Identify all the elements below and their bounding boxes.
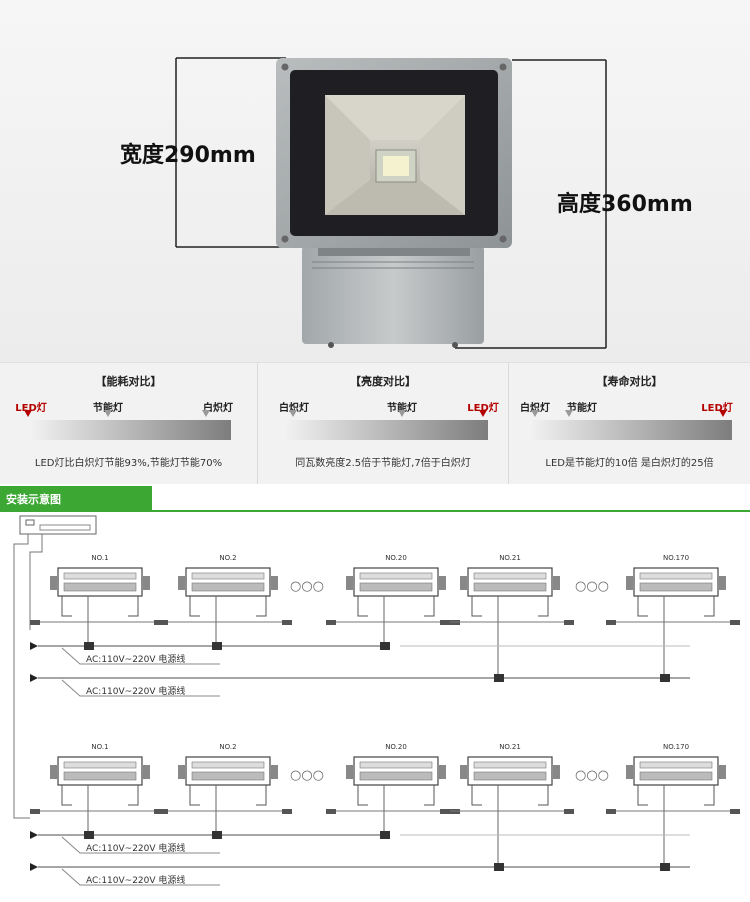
- width-dimension-line: [175, 57, 290, 248]
- lamp-number: NO.2: [219, 743, 236, 751]
- bar-label-cfl: 节能灯: [387, 403, 417, 414]
- install-heading-rule: [0, 510, 750, 512]
- marker-incandescent-icon: [531, 410, 539, 417]
- lamp-unit: NO.2: [158, 554, 292, 646]
- lamp-unit: NO.2: [158, 743, 292, 835]
- bar-label-cfl: 节能灯: [93, 403, 123, 414]
- marker-led-icon: [479, 410, 487, 417]
- energy-gradient-bar: [28, 420, 231, 440]
- power-line-label: AC:110V~220V 电源线: [86, 685, 185, 697]
- bar-label-incandescent: 白炽灯: [203, 403, 233, 414]
- lamp-unit: NO.20: [326, 554, 460, 646]
- floodlight-photo: [175, 57, 607, 349]
- power-plug-icon: [30, 674, 38, 682]
- marker-cfl-icon: [565, 410, 573, 417]
- more-lamps-ellipsis: ○○○: [575, 768, 609, 783]
- lamp-number: NO.1: [91, 554, 108, 562]
- brightness-gradient-bar: [283, 420, 488, 440]
- marker-cfl-icon: [104, 410, 112, 417]
- lamp-unit: NO.20: [326, 743, 460, 835]
- driver-box: [302, 246, 484, 344]
- comparison-section: 【能耗对比】 LED灯 节能灯 白炽灯 LED灯比白炽灯节能93%,节能灯节能7…: [0, 362, 750, 485]
- lamp-number: NO.2: [219, 554, 236, 562]
- power-line-label: AC:110V~220V 电源线: [86, 842, 185, 854]
- panel-title: 【亮度对比】: [350, 375, 416, 388]
- bar-label-led: LED灯: [15, 403, 47, 414]
- lifespan-comparison-panel: 【寿命对比】 白炽灯 节能灯 LED灯 LED是节能灯的10倍 是白炽灯的25倍: [508, 363, 750, 485]
- marker-led-icon: [719, 410, 727, 417]
- lamp-row: NO.1 NO.2 NO.20 NO.21 NO.170 ○○○ ○○○ AC:110V~22…: [30, 554, 740, 697]
- panel-note: LED是节能灯的10倍 是白炽灯的25倍: [545, 458, 714, 469]
- bar-label-incandescent: 白炽灯: [520, 403, 550, 414]
- lamp-number: NO.170: [663, 743, 689, 751]
- lamp-number: NO.21: [499, 743, 521, 751]
- bar-label-cfl: 节能灯: [567, 403, 597, 414]
- install-heading: 安装示意图: [0, 486, 152, 510]
- height-label: 高度360mm: [557, 192, 693, 217]
- lamp-number: NO.170: [663, 554, 689, 562]
- lamp-unit: NO.21: [440, 743, 574, 867]
- product-photo-section: 宽度290mm 高度360mm: [0, 0, 750, 362]
- lamp-unit: NO.170: [606, 743, 740, 867]
- lamp-number: NO.20: [385, 743, 407, 751]
- power-line-label: AC:110V~220V 电源线: [86, 874, 185, 886]
- lamp-number: NO.21: [499, 554, 521, 562]
- energy-comparison-panel: 【能耗对比】 LED灯 节能灯 白炽灯 LED灯比白炽灯节能93%,节能灯节能7…: [0, 363, 257, 485]
- panel-note: LED灯比白炽灯节能93%,节能灯节能70%: [34, 458, 223, 469]
- lifespan-gradient-bar: [528, 420, 732, 440]
- power-plug-icon: [30, 642, 38, 650]
- controller-box: [19, 515, 97, 535]
- marker-incandescent-icon: [202, 410, 210, 417]
- power-line-label: AC:110V~220V 电源线: [86, 653, 185, 665]
- lamp-unit: NO.170: [606, 554, 740, 678]
- bar-label-incandescent: 白炽灯: [279, 403, 309, 414]
- height-dimension-line: [455, 59, 607, 349]
- bar-label-led: LED灯: [467, 403, 499, 414]
- panel-note: 同瓦数亮度2.5倍于节能灯,7倍于白炽灯: [295, 458, 471, 469]
- panel-title: 【寿命对比】: [596, 375, 663, 388]
- more-lamps-ellipsis: ○○○: [290, 579, 324, 594]
- width-label: 宽度290mm: [120, 143, 256, 168]
- more-lamps-ellipsis: ○○○: [290, 768, 324, 783]
- panel-title: 【能耗对比】: [95, 375, 162, 388]
- power-plug-icon: [30, 863, 38, 871]
- marker-led-icon: [24, 410, 32, 417]
- lamp-unit: NO.21: [440, 554, 574, 678]
- marker-cfl-icon: [398, 410, 406, 417]
- more-lamps-ellipsis: ○○○: [575, 579, 609, 594]
- lamp-number: NO.1: [91, 743, 108, 751]
- lamp-number: NO.20: [385, 554, 407, 562]
- led-chip: [383, 156, 409, 176]
- marker-incandescent-icon: [289, 410, 297, 417]
- power-plug-icon: [30, 831, 38, 839]
- lamp-unit: NO.1: [30, 743, 164, 835]
- brightness-comparison-panel: 【亮度对比】 白炽灯 节能灯 LED灯 同瓦数亮度2.5倍于节能灯,7倍于白炽灯: [257, 363, 508, 485]
- lamp-row: NO.1 NO.2 NO.20 NO.21 NO.170 ○○○ ○○○ AC:110V~22…: [30, 743, 740, 886]
- bar-label-led: LED灯: [701, 403, 733, 414]
- lamp-unit: NO.1: [30, 554, 164, 646]
